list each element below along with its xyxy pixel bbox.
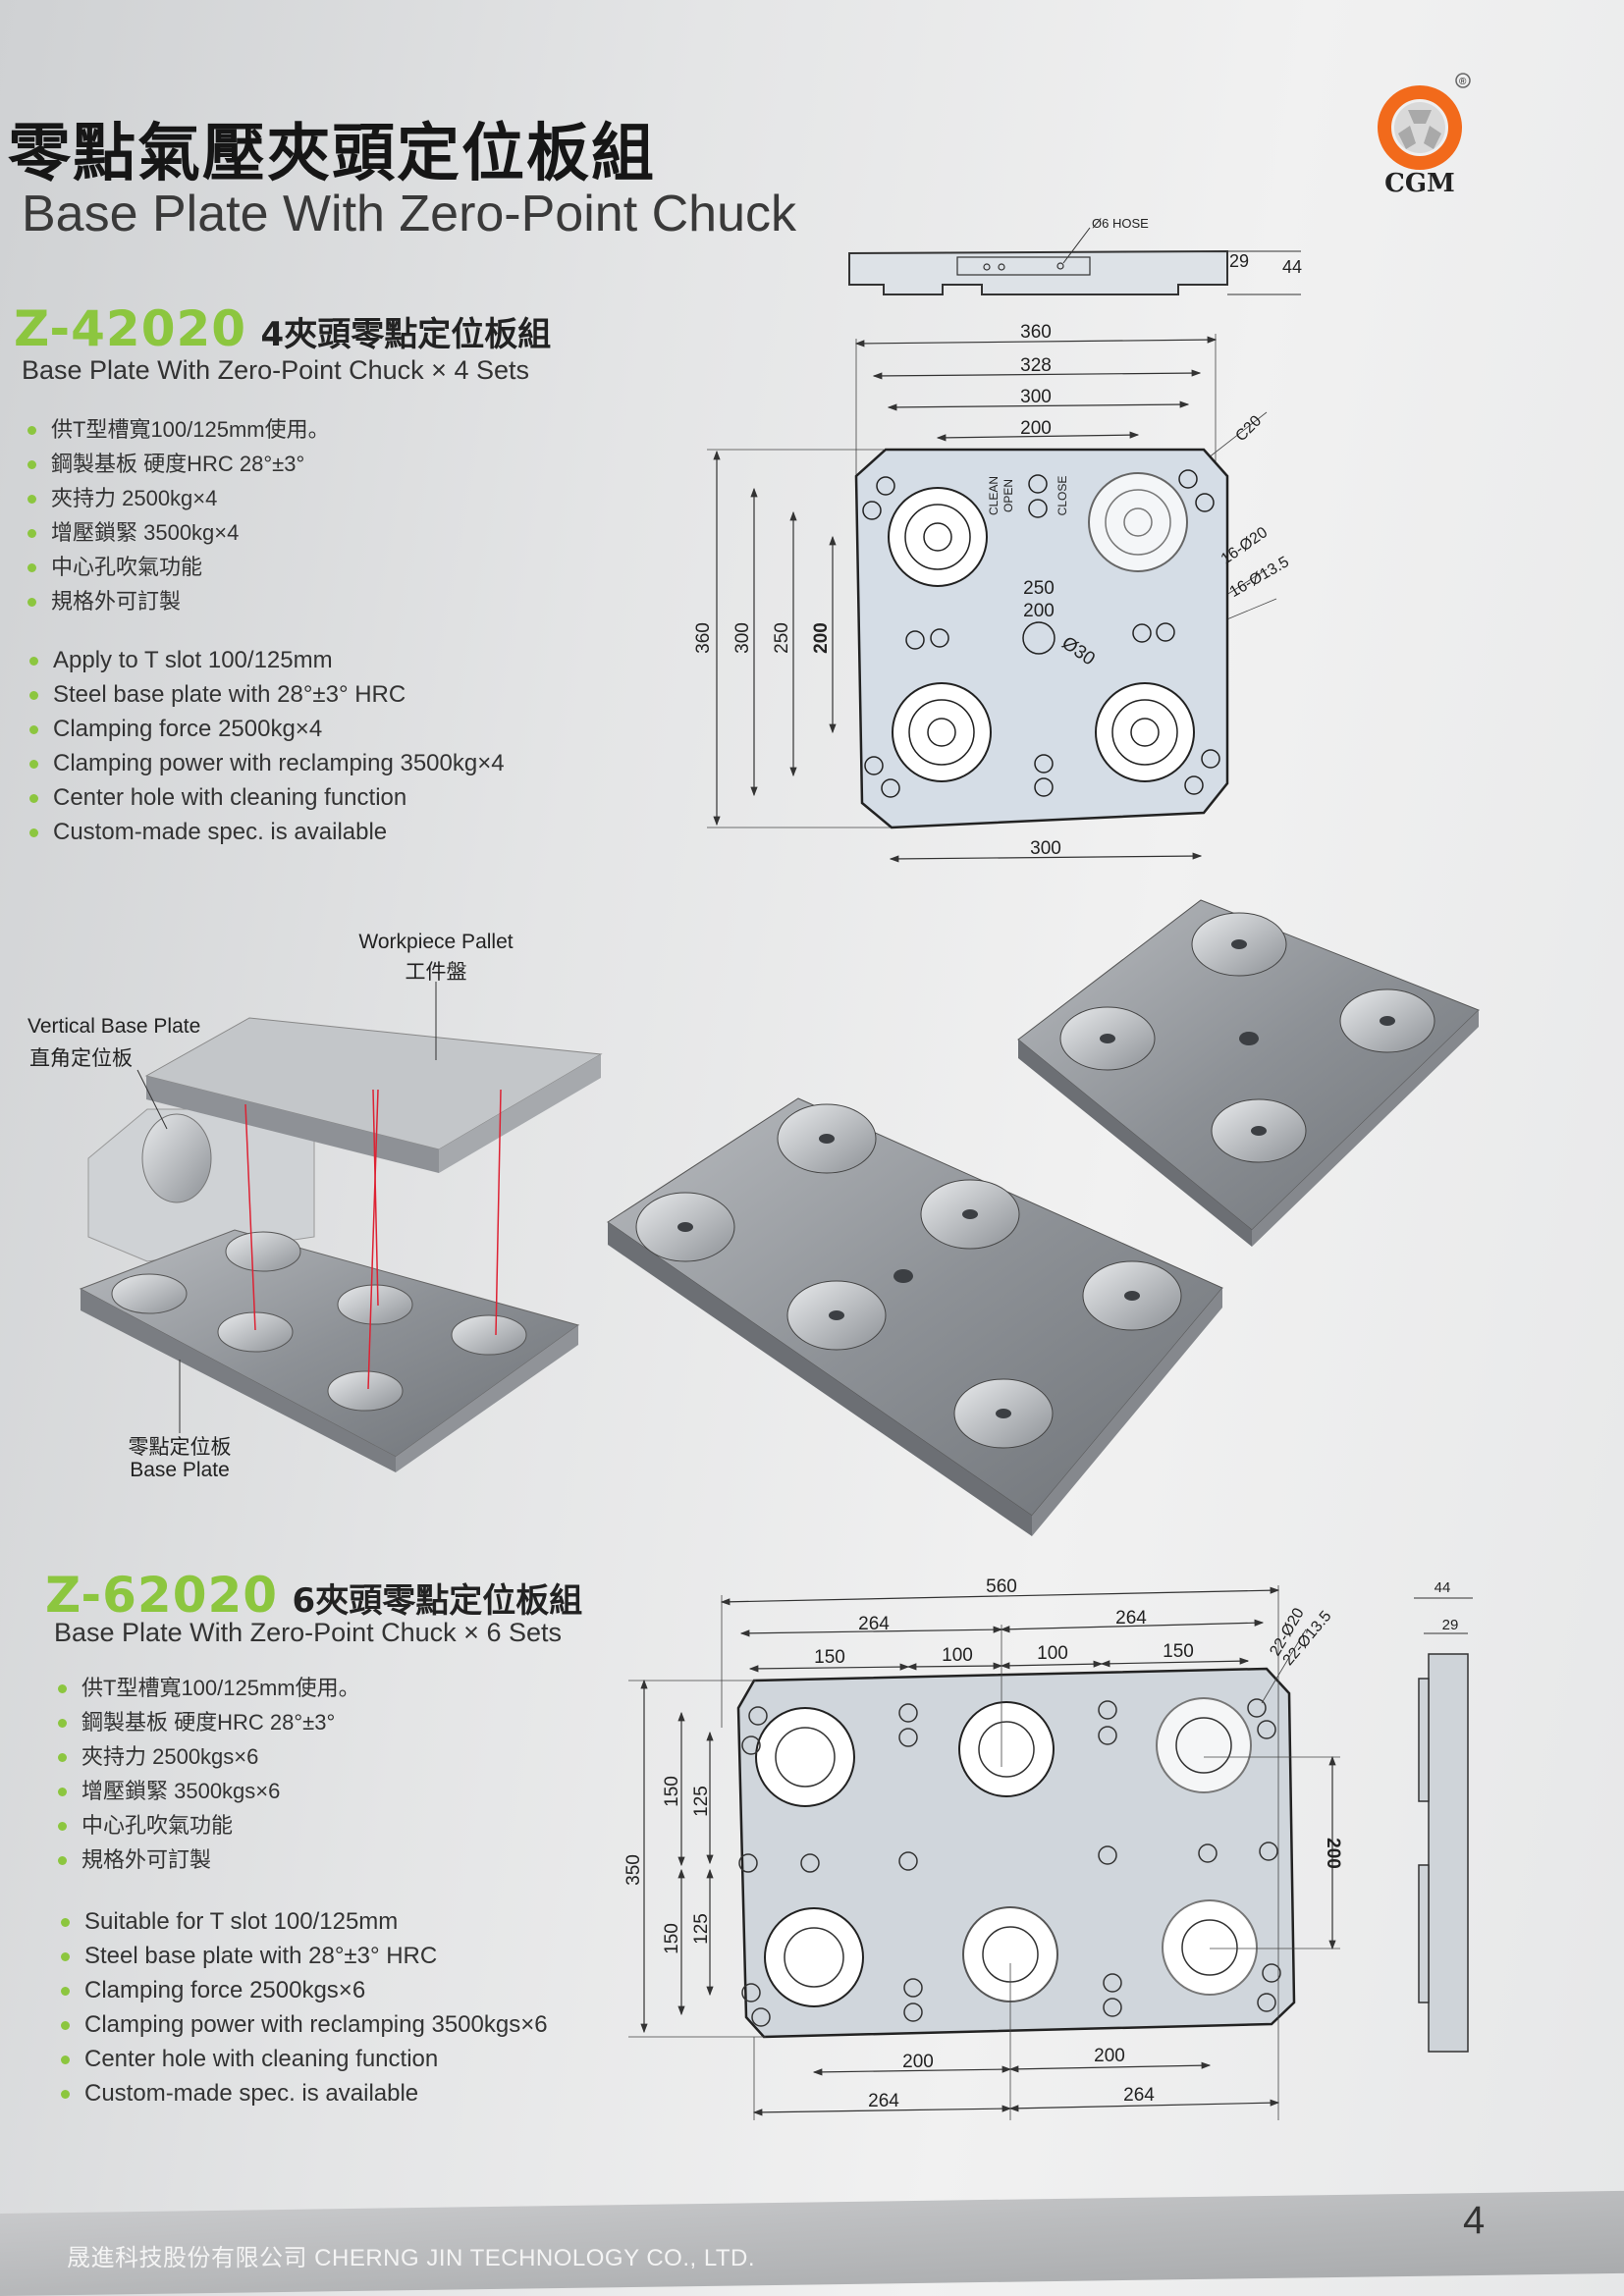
drawing2-side-view [1414, 1597, 1473, 2053]
page-title-en: Base Plate With Zero-Point Chuck [22, 186, 796, 242]
port-close: CLOSE [1056, 476, 1069, 516]
dim-200-bottom-left: 200 [902, 2052, 934, 2072]
dim-264-bottom-right: 264 [1123, 2085, 1155, 2106]
bullet: Clamping force 2500kgs×6 [57, 1973, 548, 2007]
bullet: Custom-made spec. is available [26, 815, 505, 849]
dim-v200: 200 [811, 622, 832, 654]
dim-264-right: 264 [1115, 1608, 1147, 1629]
pallet-label-en: Workpiece Pallet [358, 931, 514, 953]
page-title-cn: 零點氣壓夾頭定位板組 [8, 118, 656, 190]
bullet: 供T型槽寬100/125mm使用。 [54, 1671, 360, 1705]
bullet: 夾持力 2500kgs×6 [54, 1739, 360, 1774]
dim-v360: 360 [693, 622, 714, 654]
bullet: 夾持力 2500kg×4 [24, 481, 330, 515]
bullet: 增壓鎖緊 3500kg×4 [24, 515, 330, 550]
dim-100-left: 100 [942, 1645, 973, 1666]
product1-bullets-cn: 供T型槽寬100/125mm使用。 鋼製基板 硬度HRC 28°±3° 夾持力 … [24, 412, 330, 618]
base-plate-label-en: Base Plate [130, 1459, 230, 1481]
bullet: Apply to T slot 100/125mm [26, 643, 505, 677]
dim-250-inner: 250 [1023, 578, 1055, 599]
bullet: 規格外可訂製 [54, 1842, 360, 1877]
footer-company: 晟進科技股份有限公司 CHERNG JIN TECHNOLOGY CO., LT… [67, 2245, 756, 2271]
product2-subtitle: Base Plate With Zero-Point Chuck × 6 Set… [54, 1618, 562, 1647]
port-clean: CLEAN [987, 476, 1001, 515]
page-number: 4 [1463, 2199, 1486, 2242]
product2-name-cn: 6夾頭零點定位板組 [292, 1581, 583, 1621]
dim-v125-bottom: 125 [691, 1913, 712, 1945]
dim-v300: 300 [732, 622, 753, 654]
dim-300-bottom: 300 [1030, 838, 1061, 859]
product1-heading: Z-42020 4夾頭零點定位板組 [14, 300, 551, 357]
dim-v350: 350 [623, 1854, 644, 1886]
vertical-plate-label-cn: 直角定位板 [29, 1047, 133, 1070]
dim-100-right: 100 [1037, 1643, 1068, 1664]
drawing2-top-view [628, 1585, 1473, 2120]
product1-model: Z-42020 [14, 300, 247, 357]
four-chuck-plate-illustration [1017, 899, 1480, 1247]
pallet-label-cn: 工件盤 [405, 961, 467, 984]
bullet: Steel base plate with 28°±3° HRC [26, 677, 505, 712]
bullet: 供T型槽寬100/125mm使用。 [24, 412, 330, 447]
bullet: Steel base plate with 28°±3° HRC [57, 1939, 548, 1973]
dim-v125-top: 125 [691, 1786, 712, 1817]
dim-44: 44 [1282, 257, 1302, 277]
dim-v150-top: 150 [662, 1776, 682, 1807]
dim-200-bottom-right: 200 [1094, 2046, 1125, 2066]
bullet: 中心孔吹氣功能 [54, 1808, 360, 1842]
bullet: 鋼製基板 硬度HRC 28°±3° [54, 1705, 360, 1739]
bullet: 中心孔吹氣功能 [24, 550, 330, 584]
dim-300: 300 [1020, 387, 1052, 407]
bullet: 增壓鎖緊 3500kgs×6 [54, 1774, 360, 1808]
side-dim-44: 44 [1435, 1579, 1451, 1596]
dim-200: 200 [1020, 418, 1052, 439]
bullet: Center hole with cleaning function [57, 2042, 548, 2076]
product1-subtitle: Base Plate With Zero-Point Chuck × 4 Set… [22, 355, 529, 385]
dim-v150-bottom: 150 [662, 1923, 682, 1954]
product1-name-cn: 4夾頭零點定位板組 [260, 315, 552, 354]
bullet: Custom-made spec. is available [57, 2076, 548, 2110]
drawing1-side-view [848, 227, 1301, 295]
bullet: Clamping power with reclamping 3500kg×4 [26, 746, 505, 780]
dim-v250: 250 [772, 622, 792, 654]
assembly-illustration [79, 982, 603, 1472]
dim-360: 360 [1020, 322, 1052, 343]
side-dim-29: 29 [1442, 1617, 1459, 1633]
drawing1-top-view [707, 334, 1277, 863]
bullet: 鋼製基板 硬度HRC 28°±3° [24, 447, 330, 481]
bullet: Clamping power with reclamping 3500kgs×6 [57, 2007, 548, 2042]
bullet: Suitable for T slot 100/125mm [57, 1904, 548, 1939]
six-chuck-plate-illustration [607, 1097, 1223, 1536]
product2-model: Z-62020 [45, 1567, 279, 1624]
dim-29: 29 [1229, 251, 1249, 271]
cgm-logo: ® CGM [1375, 69, 1473, 206]
hose-label: Ø6 HOSE [1092, 216, 1149, 231]
bullet: Clamping force 2500kg×4 [26, 712, 505, 746]
bullet: 規格外可訂製 [24, 584, 330, 618]
product1-bullets-en: Apply to T slot 100/125mm Steel base pla… [26, 643, 505, 849]
registered-mark: ® [1459, 77, 1467, 87]
product2-heading: Z-62020 6夾頭零點定位板組 [45, 1567, 582, 1624]
logo-text: CGM [1384, 169, 1455, 198]
product2-bullets-cn: 供T型槽寬100/125mm使用。 鋼製基板 硬度HRC 28°±3° 夾持力 … [54, 1671, 360, 1877]
base-plate-label-cn: 零點定位板 [128, 1436, 232, 1459]
dim-150-right: 150 [1163, 1641, 1194, 1662]
dim-560: 560 [986, 1576, 1017, 1597]
bullet: Center hole with cleaning function [26, 780, 505, 815]
vertical-plate-label-en: Vertical Base Plate [27, 1015, 201, 1038]
dim-264-left: 264 [858, 1614, 890, 1634]
dim-264-bottom-left: 264 [868, 2091, 899, 2111]
dim-328: 328 [1020, 355, 1052, 376]
dim-200-inner: 200 [1023, 601, 1055, 621]
product2-bullets-en: Suitable for T slot 100/125mm Steel base… [57, 1904, 548, 2110]
dim-r200: 200 [1323, 1838, 1343, 1869]
port-open: OPEN [1001, 479, 1015, 512]
dim-150-left: 150 [814, 1647, 845, 1668]
